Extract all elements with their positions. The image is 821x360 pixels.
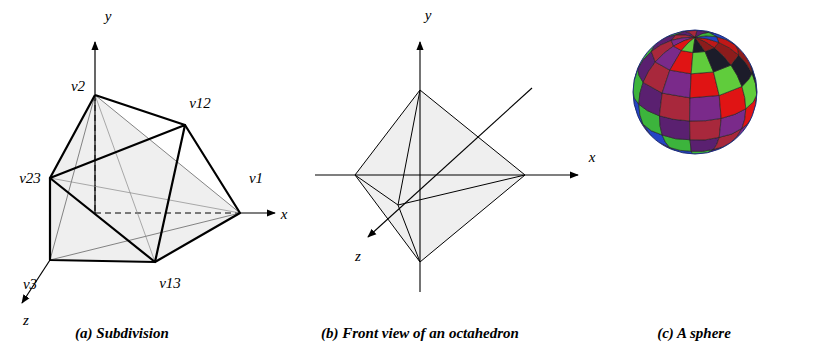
octahedron-figure xyxy=(315,42,578,292)
axis-label: x xyxy=(281,207,288,222)
axis-label: z xyxy=(23,313,29,328)
vertex-label: v2 xyxy=(71,79,85,94)
axis-label: z xyxy=(355,249,361,264)
vertex-label: v23 xyxy=(19,171,41,186)
sphere-tile xyxy=(662,70,691,98)
sphere-outline xyxy=(633,30,757,154)
axis-label: x xyxy=(589,150,596,165)
sphere-tile xyxy=(670,51,693,74)
panel-caption: (c) A sphere xyxy=(657,326,731,341)
sphere-tile xyxy=(690,95,722,121)
panel-caption: (b) Front view of an octahedron xyxy=(321,326,519,341)
vertex-label: v13 xyxy=(159,276,181,291)
sphere-figure xyxy=(633,30,757,154)
axis-label: y xyxy=(425,8,432,23)
sphere-tile xyxy=(690,118,722,140)
vertex-label: v3 xyxy=(23,277,37,292)
subdivision-figure xyxy=(22,42,275,303)
sphere-tile xyxy=(685,30,697,37)
panel-caption: (a) Subdivision xyxy=(75,326,169,341)
axis-label: y xyxy=(105,9,112,24)
vertex-label: v1 xyxy=(249,171,263,186)
vertex-label: v12 xyxy=(189,96,211,111)
